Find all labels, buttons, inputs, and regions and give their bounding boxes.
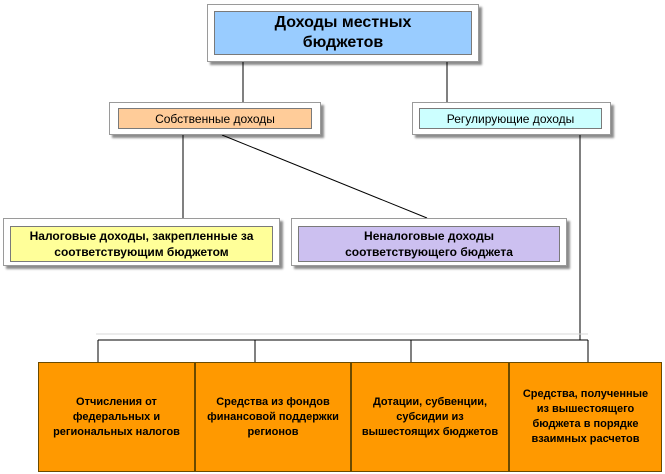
bottom-box-support-funds: Средства из фондов финансовой поддержки … [195,362,351,472]
root-node-label: Доходы местных бюджетов [214,11,472,55]
bottom-box-grants-subsidies: Дотации, субвенции, субсидии из вышестоя… [351,362,509,472]
bottom-box-mutual-settlements: Средства, полученные из вышестоящего бюд… [509,362,662,472]
regulating-income-label: Регулирующие доходы [419,108,602,129]
connector-own-nontax [221,134,428,219]
root-node: Доходы местных бюджетов [207,4,479,62]
own-income-node: Собственные доходы [109,102,321,135]
nontax-income-label: Неналоговые доходы соответствующего бюдж… [298,226,560,262]
regulating-income-node: Регулирующие доходы [412,102,611,135]
own-income-label: Собственные доходы [118,108,312,129]
bottom-box-federal-regional-taxes: Отчисления от федеральных и региональных… [38,362,195,472]
tax-income-label: Налоговые доходы, закрепленные за соотве… [10,226,273,262]
tax-income-node: Налоговые доходы, закрепленные за соотве… [3,218,280,266]
nontax-income-node: Неналоговые доходы соответствующего бюдж… [291,218,567,266]
